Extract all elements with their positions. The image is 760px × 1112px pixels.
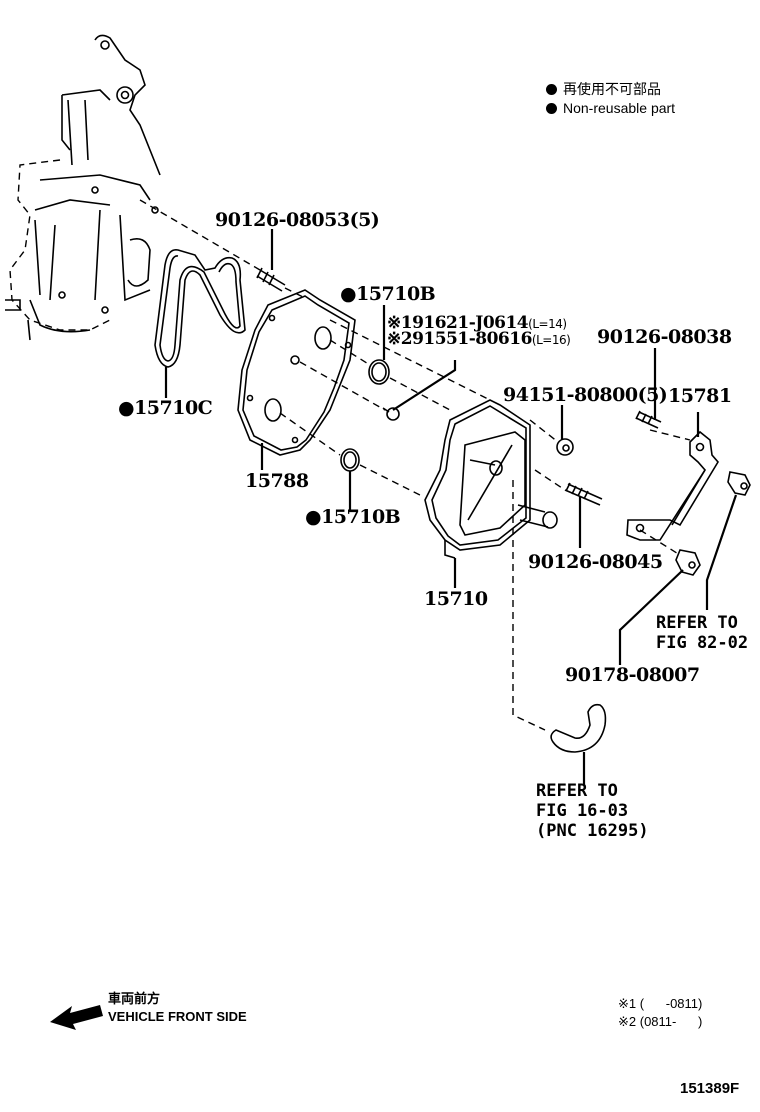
oring-top-inner bbox=[371, 362, 387, 382]
label-bracket-15781[interactable]: 15781 bbox=[668, 385, 732, 407]
filled-circle-icon bbox=[546, 84, 557, 95]
label-oring-15710b-bottom[interactable]: ●15710B bbox=[305, 506, 401, 528]
front-arrow-icon bbox=[50, 1005, 103, 1030]
label-bushing-90178-08007[interactable]: 90178-08007 bbox=[565, 664, 700, 686]
stud-bracket-illustration bbox=[635, 410, 662, 429]
label-bolt-91621[interactable]: ※191621-J0614(L=14) bbox=[387, 313, 567, 333]
bushing-illustration bbox=[675, 471, 751, 576]
legend-jp: 再使用不可部品 bbox=[546, 80, 661, 99]
figure-code: 151389F bbox=[680, 1080, 740, 1097]
filled-circle-icon bbox=[546, 103, 557, 114]
label-stud-90126-08053[interactable]: 90126-08053(5) bbox=[215, 209, 380, 231]
note-1: ※1 ( -0811) bbox=[618, 996, 703, 1011]
label-oil-cooler-15710[interactable]: 15710 bbox=[424, 588, 488, 610]
vehicle-front-en: VEHICLE FRONT SIDE bbox=[108, 1009, 247, 1024]
label-bolt-91551[interactable]: ※291551-80616(L=16) bbox=[387, 329, 571, 349]
stud-cooler-illustration bbox=[564, 482, 603, 506]
label-stud-90126-08045[interactable]: 90126-08045 bbox=[528, 551, 663, 573]
stud-90126-08053-illustration bbox=[139, 199, 306, 299]
label-stud-90126-08038[interactable]: 90126-08038 bbox=[597, 326, 732, 348]
bracket-15781-illustration bbox=[626, 430, 719, 541]
label-nut-94151-80800[interactable]: 94151-80800(5) bbox=[503, 384, 668, 406]
oring-bottom-inner bbox=[343, 451, 357, 469]
oil-cooler-15710-illustration bbox=[424, 399, 558, 559]
vehicle-front-jp: 車両前方 bbox=[108, 991, 161, 1006]
gasket-15710c-illustration bbox=[154, 248, 246, 368]
label-plate-15788[interactable]: 15788 bbox=[245, 470, 309, 492]
leader-lines bbox=[164, 229, 738, 785]
oring-top-illustration bbox=[368, 359, 390, 385]
nut-illustration bbox=[556, 438, 574, 456]
legend-en: Non-reusable part bbox=[546, 99, 675, 118]
engine-block-illustration bbox=[5, 34, 161, 341]
assembly-lines bbox=[279, 319, 691, 731]
label-oring-15710b-top[interactable]: ●15710B bbox=[340, 283, 436, 305]
label-gasket-15710c[interactable]: ●15710C bbox=[118, 397, 213, 419]
bolt-illustration bbox=[382, 407, 400, 421]
note-2: ※2 (0811- ) bbox=[618, 1014, 703, 1029]
hose-illustration bbox=[550, 703, 607, 753]
plate-15788-illustration bbox=[237, 289, 356, 456]
